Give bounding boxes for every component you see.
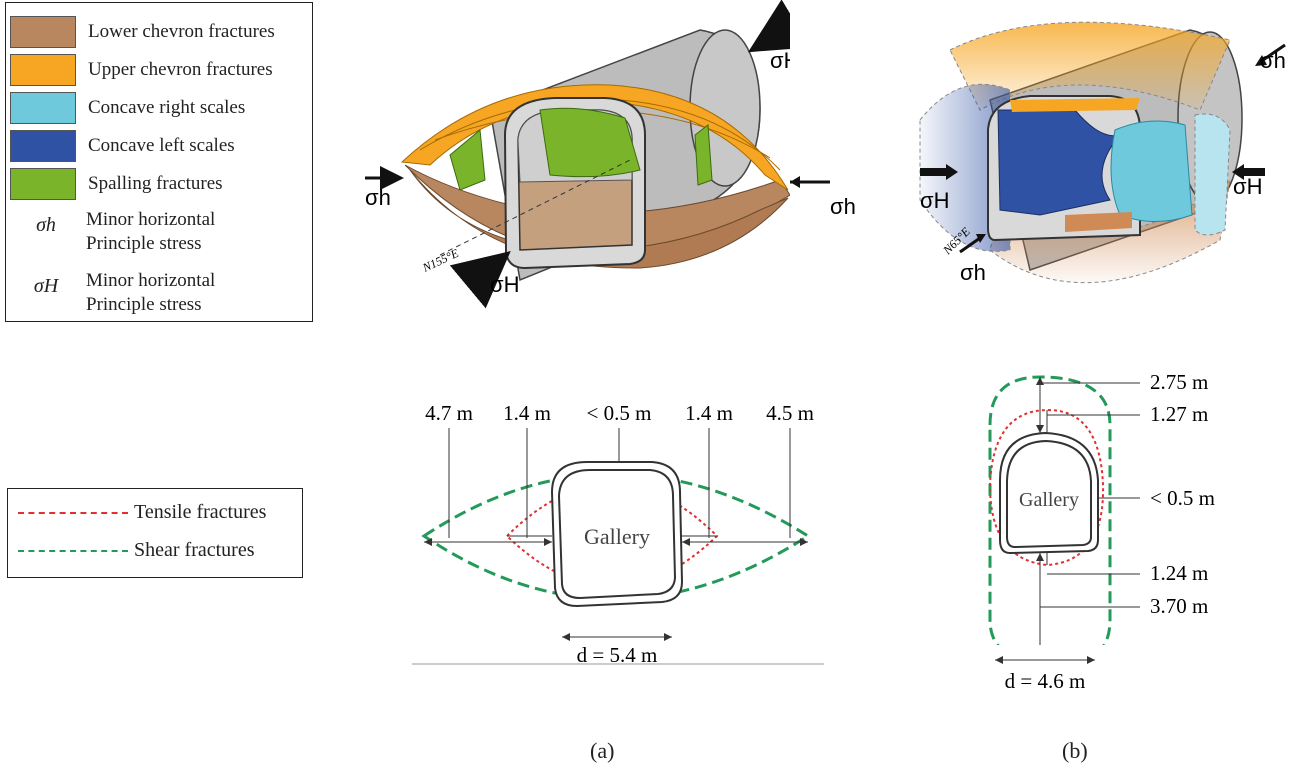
fracture-type-legend: Lower chevron fractures Upper chevron fr… [5,2,313,322]
legend-swatch [10,168,76,200]
sigma-H-arrow-bottom [449,251,511,309]
diameter-label: d = 4.6 m [1005,669,1086,693]
panel-b-cross-section: Gallery 2.75 m 1.27 m < 0.5 m 1.24 m 3.7… [988,370,1215,645]
legend-swatch [10,16,76,48]
dim-label: 1.4 m [503,401,551,425]
panel-b-3d-sketch: σh σH σH σh N65°E [919,21,1286,285]
symbol-line1: Minor horizontal [86,270,216,291]
dim-label: 1.24 m [1150,561,1208,585]
sigma-h-label-bottom: σh [960,260,986,285]
dim-label: 4.7 m [425,401,473,425]
sigma-H-label-left: σH [920,188,949,213]
legend-swatch [10,92,76,124]
dim-label: < 0.5 m [1150,486,1215,510]
diameter-label: d = 5.4 m [577,643,658,667]
symbol-line2: Principle stress [86,233,202,254]
legend-item-upper-chevron: Upper chevron fractures [10,54,273,86]
tensile-fracture-zone [988,408,1105,567]
upper-chevron-fractures [949,21,1231,111]
sigma-h-arrow-top [1259,43,1286,64]
dim-label: 2.75 m [1150,370,1208,394]
legend-label: Upper chevron fractures [88,59,273,80]
shear-line-sample [18,549,128,552]
panel-a-cross-section: Gallery 4.7 m 1.4 m < 0.5 m 1.4 m 4.5 m … [412,401,824,667]
panel-a-label: (a) [590,738,615,763]
dim-label: 1.27 m [1150,402,1208,426]
sigma-H-label-right: σH [1233,174,1262,199]
legend-symbol-major: σH Minor horizontal Principle stress [6,269,215,317]
legend-label: Shear fractures [134,539,255,561]
legend-item-concave-left: Concave left scales [10,130,235,162]
legend-item-lower-chevron: Lower chevron fractures [10,16,275,48]
shear-fracture-zone [421,472,811,601]
sigma-h-arrow-bottom [959,236,981,254]
legend-symbol-minor: σh Minor horizontal Principle stress [6,208,215,256]
legend-item-concave-right: Concave right scales [10,92,245,124]
panel-a-sigma-h-right: σh [790,176,856,219]
panel-b-label: (b) [1062,738,1088,763]
dim-label: 3.70 m [1150,594,1208,618]
gallery-label: Gallery [1019,489,1079,511]
legend-label: Concave left scales [88,135,235,156]
panel-a-3d-sketch: σH σh σH N155°E [365,0,790,309]
legend-item-spalling: Spalling fractures [10,168,223,200]
sigma-h-label-left: σh [365,185,391,210]
legend-item-shear: Shear fractures [18,539,255,562]
symbol-line1: Minor horizontal [86,209,216,230]
legend-label: Tensile fractures [134,501,267,523]
legend-label: Spalling fractures [88,173,223,194]
spalling-fractures [539,107,641,178]
panel-b-diameter: d = 4.6 m [995,656,1095,693]
orientation-label: N155°E [419,246,461,276]
legend-label: Concave right scales [88,97,246,118]
legend-label: Lower chevron fractures [88,21,275,42]
tensile-line-sample [18,511,128,514]
sigma-H-arrow-top [747,0,790,53]
legend-item-tensile: Tensile fractures [18,501,266,524]
sigma-h-label-top: σh [1260,48,1286,73]
dim-label: < 0.5 m [587,401,652,425]
sigma-H-label-bottom: σH [490,272,519,297]
shear-fracture-zone [988,375,1112,645]
symbol-line2: Principle stress [86,294,202,315]
concave-right-scales [1110,120,1193,222]
sigma-H-label-top: σH [770,48,790,73]
failure-zone-legend: Tensile fractures Shear fractures [7,488,303,578]
dim-label: 1.4 m [685,401,733,425]
lower-chevron-fractures [989,178,1231,284]
sigma-H-symbol: σH [33,275,59,297]
sigma-h-symbol: σh [36,214,56,236]
dim-label: 4.5 m [766,401,814,425]
legend-swatch [10,130,76,162]
legend-swatch [10,54,76,86]
gallery-label: Gallery [584,524,650,549]
sigma-h-label-right: σh [830,194,856,219]
